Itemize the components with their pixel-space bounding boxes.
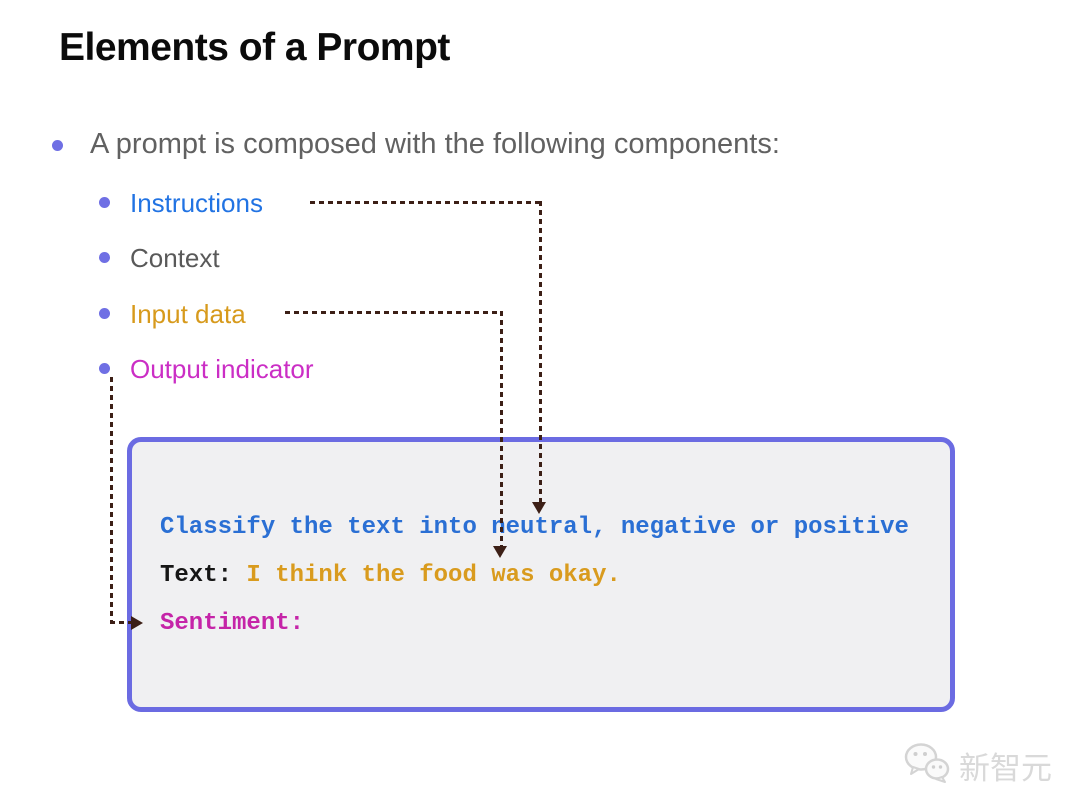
arrowhead-down-icon	[493, 546, 507, 558]
prompt-output-line: Sentiment:	[160, 610, 305, 637]
watermark: 新智元	[903, 742, 1052, 789]
bullet-dot	[99, 308, 110, 319]
component-label-instructions: Instructions	[130, 188, 263, 218]
arrowhead-down-icon	[532, 502, 546, 514]
prompt-input-value: I think the food was okay.	[232, 562, 621, 589]
component-label-output-indicator: Output indicator	[130, 354, 314, 384]
arrowhead-right-icon	[131, 616, 143, 630]
component-label-input-data: Input data	[130, 299, 246, 329]
connector-instructions-horizontal	[310, 201, 541, 204]
prompt-input-label: Text:	[160, 562, 233, 589]
connector-output-indicator-vertical	[110, 377, 113, 624]
slide-title: Elements of a Prompt	[59, 26, 450, 69]
connector-input-data-horizontal	[285, 311, 501, 314]
prompt-input-line: Text: I think the food was okay.	[160, 562, 621, 589]
prompt-instruction-line: Classify the text into neutral, negative…	[160, 514, 909, 541]
bullet-dot	[99, 197, 110, 208]
bullet-dot	[99, 252, 110, 263]
connector-input-data-vertical	[500, 311, 503, 547]
intro-text: A prompt is composed with the following …	[90, 128, 780, 160]
bullet-dot	[52, 140, 63, 151]
wechat-icon	[903, 742, 951, 789]
watermark-label: 新智元	[959, 751, 1052, 786]
bullet-dot	[99, 363, 110, 374]
connector-instructions-vertical	[539, 201, 542, 503]
connector-output-indicator-horizontal	[110, 621, 133, 624]
component-label-context: Context	[130, 243, 220, 273]
